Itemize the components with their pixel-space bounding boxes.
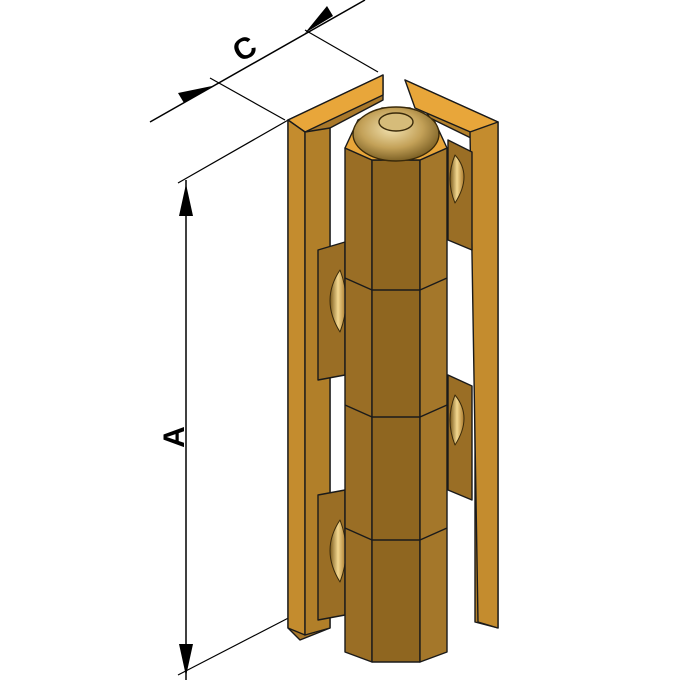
barrel-face-left [344,147,373,663]
knuckle-joint-3 [344,527,448,541]
barrel-face-right [419,147,448,663]
dimension-c: C [149,0,379,123]
mounting-hole-2 [449,394,465,446]
barrel-face-front [371,159,421,663]
arrowhead-c-left [178,86,212,103]
extension-line-a-bottom [177,611,301,676]
extension-line-c-left [209,77,286,121]
extension-line-c-right [304,29,379,73]
left-leaf-edge [287,119,306,636]
mounting-holes [329,154,465,583]
arrowhead-a-top [179,184,193,216]
dimension-a-label: A [158,426,191,448]
right-leaf-edge [469,121,499,629]
mounting-hole-1 [449,154,465,204]
dimension-a: A [158,118,301,680]
pin-head-center [378,112,414,132]
right-leaf-slot-bottom [447,374,473,501]
arrowhead-c-right [305,6,333,33]
right-leaf [404,79,499,629]
pin-head-dome [352,106,440,162]
barrel [344,107,448,663]
hinge-body [287,74,499,663]
knuckle-joint-1 [344,277,448,291]
pin-head [352,106,440,162]
knuckle-joint-2 [344,404,448,418]
dimension-c-label: C [227,29,262,68]
extension-line-a-top [177,118,291,184]
arrowhead-a-bottom [179,644,193,676]
